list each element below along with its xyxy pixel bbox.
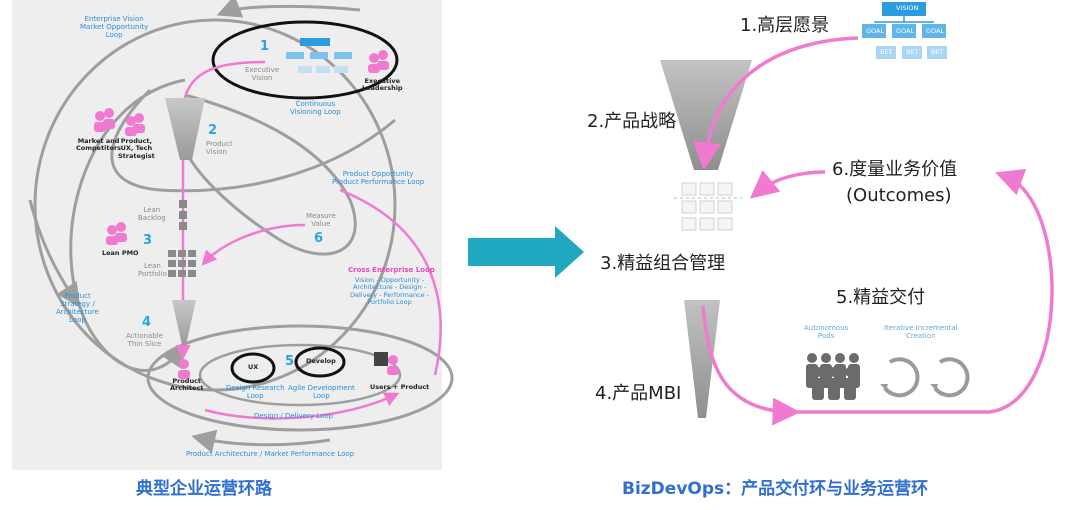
design-delivery-label: Design / Delivery Loop: [254, 412, 334, 420]
people-icon: [94, 50, 399, 379]
executive-vision-label: Executive Vision: [245, 66, 280, 83]
org-bet-text-3: BET: [931, 48, 944, 56]
lean-portfolio-grid: [168, 250, 196, 277]
pink-delivery-flow: [204, 392, 400, 420]
step-1-number: 1: [260, 39, 270, 54]
lean-portfolio-label: Lean Portfolio: [138, 262, 167, 279]
product-strategy-label: Product Strategy / Architecture Loop: [56, 292, 99, 325]
design-delivery-loop: [198, 343, 402, 407]
transition-arrow: [468, 226, 584, 278]
left-org-chart: [286, 38, 352, 73]
step-5-number: 5: [285, 354, 295, 369]
autonomous-pods-icon: [806, 353, 860, 400]
portfolio-to-delivery-arrow: [701, 305, 801, 426]
product-architecture-label: Product Architecture / Market Performanc…: [186, 450, 355, 458]
actionable-label: Actionable Thin Slice: [126, 332, 163, 349]
develop-label: Develop: [306, 357, 336, 365]
strategy-funnel: [660, 60, 752, 170]
portfolio-grid: [681, 182, 733, 231]
users-product-label: Users + Product: [370, 383, 430, 391]
product-vision-loop: [110, 88, 396, 193]
product-vision-label: Product Vision: [206, 140, 233, 157]
cross-enterprise-body: Vision - Opportunity - Architecture - De…: [350, 276, 430, 307]
outcomes-label: (Outcomes): [846, 185, 952, 206]
step-vision-label: 1.高层愿景: [740, 15, 830, 36]
product-opportunity-loop: [183, 93, 357, 256]
autonomous-pods-label: Autonomous Pods: [804, 324, 849, 341]
right-org-chart: [862, 2, 947, 59]
continuous-visioning-label: Continuous Visioning Loop: [290, 100, 341, 117]
strategist-label: Product, UX, Tech Strategist: [118, 137, 155, 160]
org-goal-text-2: GOAL: [896, 27, 915, 35]
step-4-number: 4: [142, 315, 152, 330]
pink-cross-loop: [339, 188, 442, 376]
iterative-label: Iterative Incremental Creation: [884, 324, 958, 341]
agile-dev-label: Agile Development Loop: [288, 384, 355, 401]
org-goal-text-3: GOAL: [926, 27, 945, 35]
step-mbi-label: 4.产品MBI: [595, 383, 682, 404]
step-delivery-label: 5.精益交付: [836, 287, 926, 308]
cross-enterprise-title: Cross Enterprise Loop: [348, 266, 435, 274]
org-goal-text-1: GOAL: [866, 27, 885, 35]
step-2-number: 2: [208, 123, 218, 138]
actionable-funnel: [172, 300, 196, 345]
step-portfolio-label: 3.精益组合管理: [600, 253, 726, 274]
step-strategy-label: 2.产品战略: [587, 111, 677, 132]
ux-label: UX: [248, 363, 259, 371]
architecture-loop: [146, 324, 454, 432]
delivery-to-measure-arrow: [989, 168, 1054, 414]
pink-measure-flow: [201, 223, 306, 266]
vision-to-strategy-arrow: [693, 36, 859, 171]
step-3-number: 3: [143, 233, 153, 248]
executive-leadership-label: Executive Leadership: [362, 77, 403, 93]
market-competitors-label: Market and Competitors: [76, 137, 122, 153]
product-architect-label: Product Architect: [170, 377, 204, 393]
mbi-funnel: [684, 300, 720, 418]
product-vision-funnel: [165, 98, 205, 160]
measure-value-label: Measure Value: [306, 212, 336, 229]
lean-backlog-label: Lean Backlog: [138, 206, 166, 223]
measure-to-portfolio-arrow: [749, 170, 826, 199]
org-bet-text-1: BET: [880, 48, 893, 56]
design-research-label: Design Research Loop: [226, 384, 285, 401]
step-6-number: 6: [314, 231, 324, 246]
right-caption: BizDevOps：产品交付环与业务运营环: [622, 479, 929, 499]
executive-loop: [211, 20, 399, 100]
step-measure-label: 6.度量业务价值: [832, 159, 958, 180]
enterprise-vision-label: Enterprise Vision Market Opportunity Loo…: [80, 15, 149, 40]
org-vision-text: VISION: [896, 4, 919, 12]
product-opportunity-label: Product Opportunity Product Performance …: [332, 170, 425, 187]
iterative-cycle-icon: [883, 357, 970, 398]
lean-pmo-label: Lean PMO: [102, 249, 139, 257]
org-bet-text-2: BET: [906, 48, 919, 56]
left-caption: 典型企业运营环路: [136, 479, 272, 499]
